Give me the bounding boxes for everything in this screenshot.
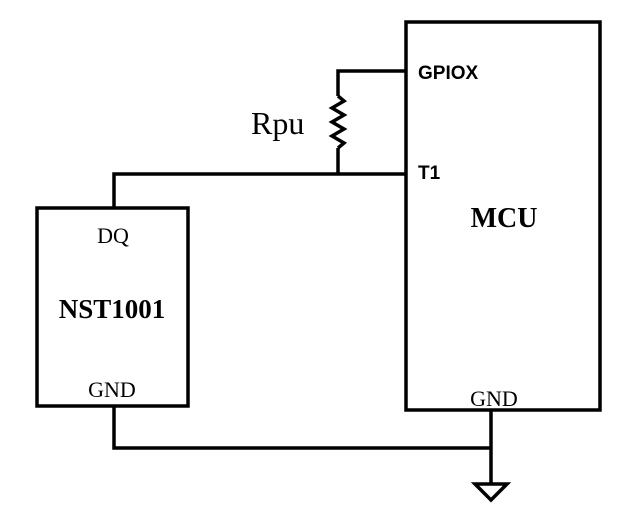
sensor-name-label: NST1001 — [59, 294, 166, 324]
mcu-name-label: MCU — [471, 203, 538, 234]
resistor-label: Rpu — [251, 105, 304, 141]
sensor-dq-pin-label: DQ — [97, 223, 129, 248]
sensor-gnd-pin-label: GND — [88, 377, 136, 402]
gpio-wire — [336, 69, 406, 96]
ground-symbol — [470, 482, 512, 503]
mcu-gnd-pin-label: GND — [470, 386, 518, 411]
mcu-box — [404, 20, 602, 412]
resistor-rpu — [328, 94, 348, 150]
mcu-t1-pin-label: T1 — [418, 163, 441, 184]
t1-dq-wire — [112, 172, 406, 208]
mcu-gpio-pin-label: GPIOX — [418, 63, 479, 84]
sensor-gnd-wire — [112, 406, 491, 450]
